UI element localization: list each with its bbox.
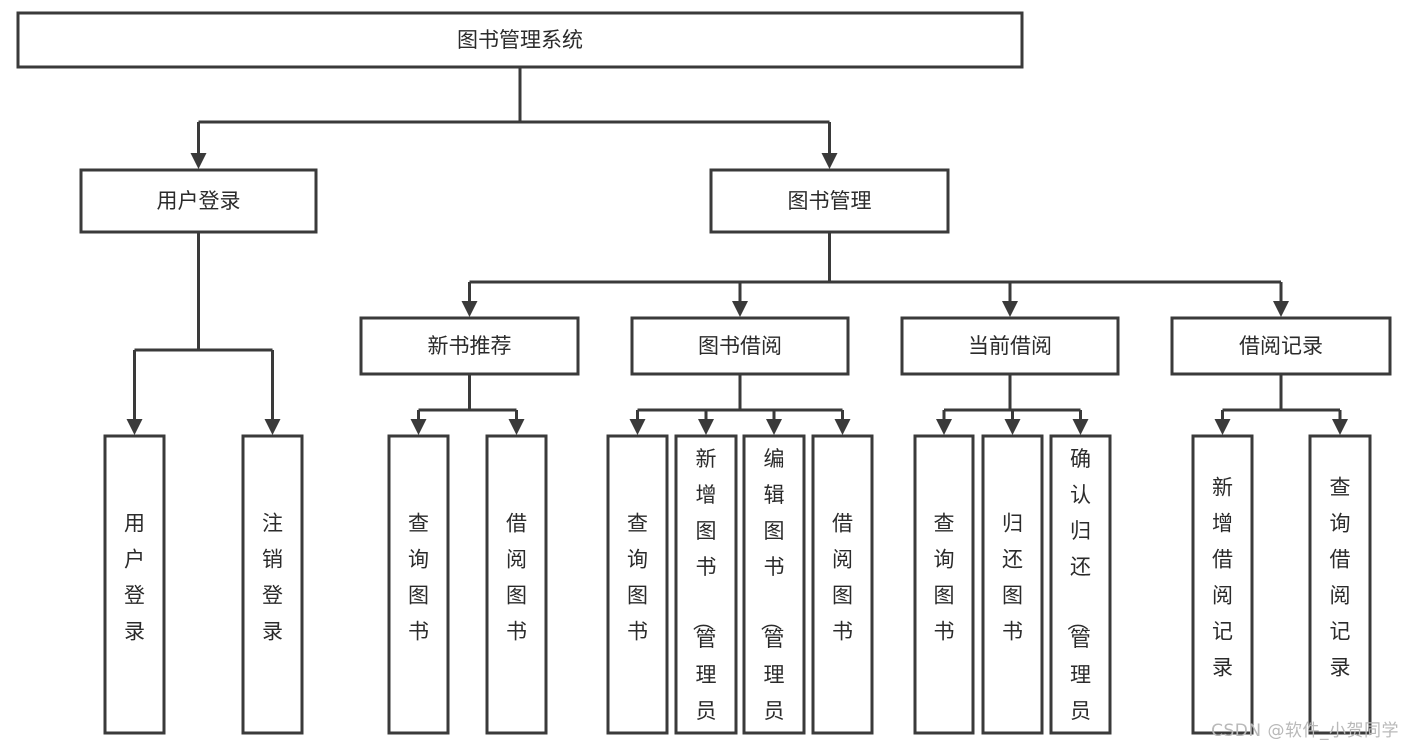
arrow-head xyxy=(821,153,838,169)
arrow-head xyxy=(126,419,143,435)
node-label: 查询图书 xyxy=(408,512,429,644)
node-l2-record[interactable]: 借阅记录 xyxy=(1170,316,1392,376)
node-box[interactable] xyxy=(913,434,975,735)
node-layer: 图书管理系统用户登录图书管理新书推荐图书借阅当前借阅借阅记录用户登录注销登录查询… xyxy=(16,11,1392,747)
node-l3-addbook[interactable]: 新增图书（管理员） xyxy=(674,434,738,747)
node-l3-query3[interactable]: 查询图书 xyxy=(913,434,975,735)
arrow-head xyxy=(1214,419,1231,435)
node-l2-current[interactable]: 当前借阅 xyxy=(900,316,1120,376)
node-box[interactable] xyxy=(16,11,1024,69)
node-box[interactable] xyxy=(79,168,318,234)
node-label: 新增借阅记录 xyxy=(1212,476,1233,680)
arrow-head xyxy=(732,301,748,317)
node-label: 图书管理 xyxy=(788,189,872,213)
node-label: 图书管理系统 xyxy=(457,28,583,52)
node-box[interactable] xyxy=(1049,434,1112,735)
node-label: 注销登录 xyxy=(262,512,283,644)
arrow-head xyxy=(1072,419,1089,435)
arrow-head xyxy=(1002,301,1018,317)
watermark-label: CSDN @软件_小贺同学 xyxy=(1211,721,1399,741)
arrow-head xyxy=(1332,419,1348,435)
connector-layer xyxy=(126,67,1348,435)
arrow-head xyxy=(190,153,207,169)
node-box[interactable] xyxy=(359,316,580,376)
node-l3-query2[interactable]: 查询图书 xyxy=(606,434,669,735)
node-l3-editbook[interactable]: 编辑图书（管理员） xyxy=(742,434,806,747)
node-l1-bookmgmt[interactable]: 图书管理 xyxy=(709,168,950,234)
node-l2-borrow[interactable]: 图书借阅 xyxy=(630,316,850,376)
node-label: 确认归还（管理员） xyxy=(1065,447,1091,747)
arrow-head xyxy=(410,419,427,435)
node-root[interactable]: 图书管理系统 xyxy=(16,11,1024,69)
node-label: 图书借阅 xyxy=(698,334,782,358)
node-box[interactable] xyxy=(241,434,304,735)
node-box[interactable] xyxy=(103,434,166,735)
node-l3-confirm[interactable]: 确认归还（管理员） xyxy=(1049,434,1112,747)
node-l3-borrow2[interactable]: 借阅图书 xyxy=(811,434,874,735)
node-label: 查询图书 xyxy=(627,512,648,644)
node-label: 当前借阅 xyxy=(968,334,1052,358)
node-box[interactable] xyxy=(387,434,450,735)
node-label: 借阅图书 xyxy=(832,512,853,644)
node-l3-queryrec[interactable]: 查询借阅记录 xyxy=(1308,434,1372,735)
node-label: 借阅记录 xyxy=(1239,334,1323,358)
arrow-head xyxy=(629,419,646,435)
node-l3-userlogin[interactable]: 用户登录 xyxy=(103,434,166,735)
node-l3-return[interactable]: 归还图书 xyxy=(981,434,1044,735)
node-box[interactable] xyxy=(485,434,548,735)
node-label: 编辑图书（管理员） xyxy=(759,447,785,747)
node-label: 归还图书 xyxy=(1002,512,1023,644)
node-l3-addrec[interactable]: 新增借阅记录 xyxy=(1191,434,1254,735)
arrow-head xyxy=(508,419,525,435)
node-box[interactable] xyxy=(900,316,1120,376)
arrow-head xyxy=(766,419,782,435)
node-label: 借阅图书 xyxy=(506,512,527,644)
node-label: 查询图书 xyxy=(934,512,955,644)
node-box[interactable] xyxy=(674,434,738,735)
node-l1-login[interactable]: 用户登录 xyxy=(79,168,318,234)
node-box[interactable] xyxy=(606,434,669,735)
node-l2-newbook[interactable]: 新书推荐 xyxy=(359,316,580,376)
node-box[interactable] xyxy=(811,434,874,735)
node-box[interactable] xyxy=(742,434,806,735)
node-label: 用户登录 xyxy=(157,189,241,213)
node-label: 用户登录 xyxy=(124,512,145,644)
node-label: 新增图书（管理员） xyxy=(691,447,717,747)
node-label: 新书推荐 xyxy=(428,334,512,358)
arrow-head xyxy=(461,301,478,317)
node-l3-logout[interactable]: 注销登录 xyxy=(241,434,304,735)
node-label: 查询借阅记录 xyxy=(1330,476,1351,680)
node-box[interactable] xyxy=(1191,434,1254,735)
arrow-head xyxy=(1273,301,1289,317)
arrow-head xyxy=(698,419,714,435)
arrow-head xyxy=(264,419,281,435)
node-box[interactable] xyxy=(630,316,850,376)
node-box[interactable] xyxy=(709,168,950,234)
node-box[interactable] xyxy=(981,434,1044,735)
arrow-head xyxy=(1004,419,1021,435)
node-l3-borrow1[interactable]: 借阅图书 xyxy=(485,434,548,735)
node-l3-query1[interactable]: 查询图书 xyxy=(387,434,450,735)
node-box[interactable] xyxy=(1308,434,1372,735)
arrow-head xyxy=(834,419,851,435)
node-box[interactable] xyxy=(1170,316,1392,376)
arrow-head xyxy=(936,419,952,435)
